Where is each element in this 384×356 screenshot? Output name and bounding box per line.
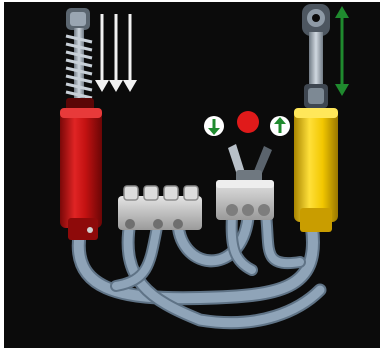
red-dot-icon [237,111,259,133]
left-cylinder-spring [65,34,93,100]
left-cylinder-body [60,108,102,228]
block-stud [183,185,199,201]
left-cylinder [60,8,102,240]
switch-lever [228,144,246,178]
right-cylinder-body [294,108,338,222]
left-cylinder-rod [74,28,84,108]
block-stud [123,185,139,201]
right-cylinder-fitting [300,208,332,232]
hoses [71,208,327,330]
green-up-arrow-circle-icon [270,116,290,136]
block-stud [163,185,179,201]
left-cylinder-fitting [68,218,98,240]
distribution-block [118,185,202,230]
block-stud [143,185,159,201]
right-cylinder [294,4,338,232]
pneumatic-switch [216,144,274,220]
green-double-arrow-icon [335,6,349,96]
green-down-arrow-circle-icon [204,116,224,136]
right-cylinder-rod [309,32,323,88]
white-down-arrows-icon [95,14,137,92]
